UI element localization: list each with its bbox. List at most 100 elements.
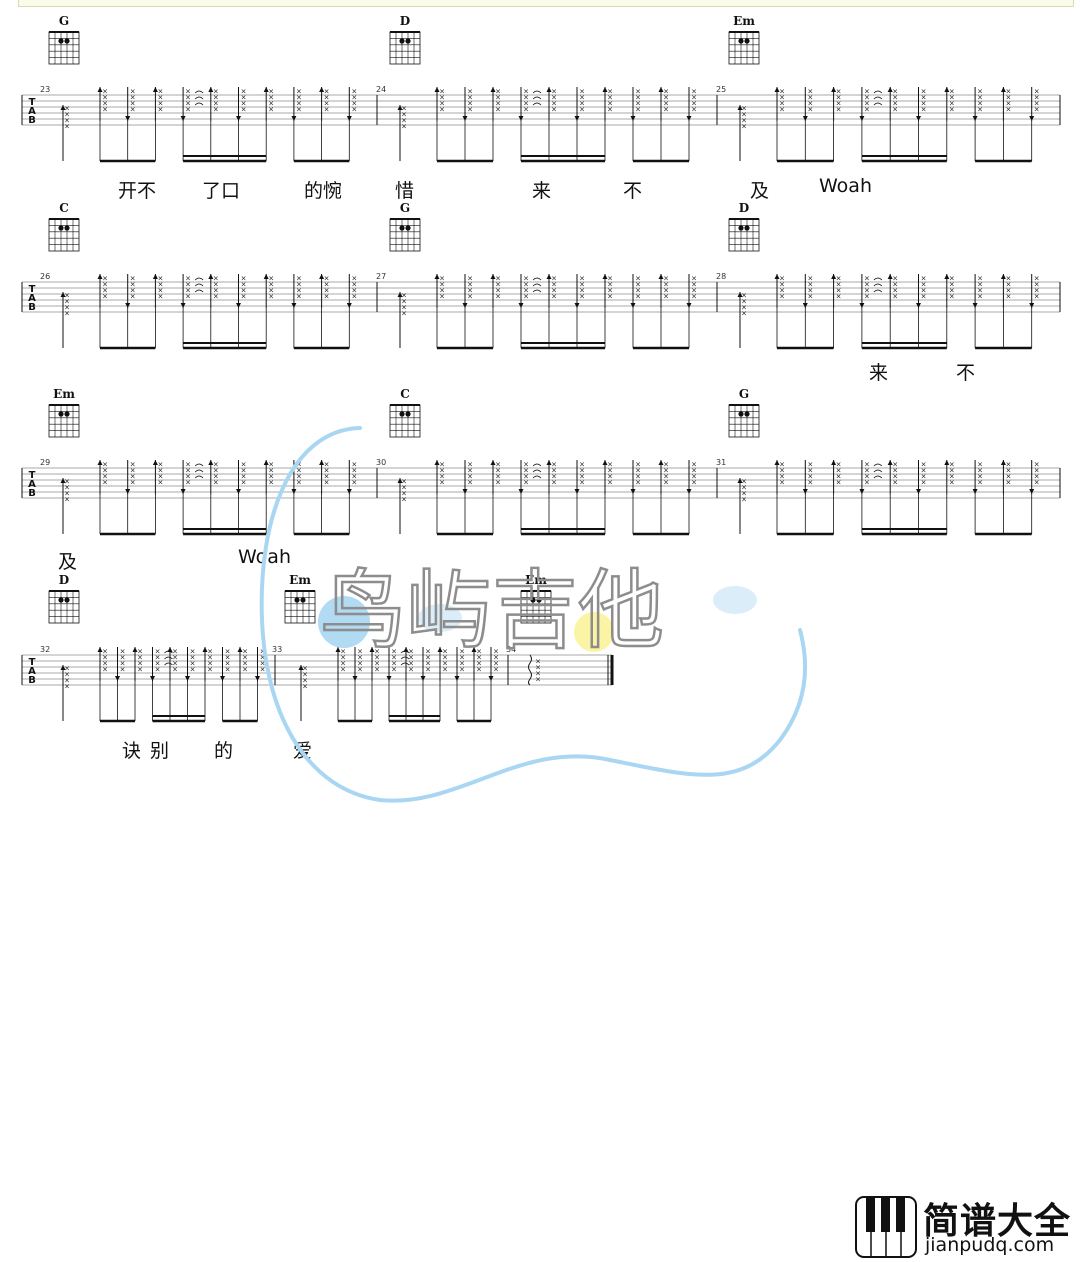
tab-x-note: × [779, 287, 785, 295]
strum-arrow-head [462, 116, 468, 121]
tab-x-note: × [340, 666, 346, 674]
tab-x-note: × [324, 287, 330, 295]
tab-x-note: × [977, 287, 983, 295]
tab-clef: T [29, 284, 36, 295]
tab-x-note: × [836, 467, 842, 475]
strum-arrow-head [944, 87, 950, 92]
tab-x-note: × [836, 287, 842, 295]
strum-arrow-head [686, 489, 692, 494]
tab-x-note: × [260, 666, 266, 674]
strum-arrow-head [658, 87, 664, 92]
tab-x-note: × [408, 666, 414, 674]
tab-x-note: × [635, 88, 641, 96]
tab-x-note: × [807, 293, 813, 301]
tab-x-note: × [807, 287, 813, 295]
strum-arrow-head [180, 116, 186, 121]
tab-x-note: × [663, 467, 669, 475]
tab-x-note: × [807, 473, 813, 481]
tab-x-note: × [439, 88, 445, 96]
strum-arrow-head [454, 676, 460, 681]
strum-arrow-head [887, 87, 893, 92]
tab-x-note: × [493, 648, 499, 656]
chord-name: C [59, 201, 69, 215]
tab-x-note: × [324, 461, 330, 469]
tab-x-note: × [102, 654, 108, 662]
tab-x-note: × [64, 490, 70, 498]
tab-clef: B [28, 115, 36, 126]
tab-x-note: × [137, 654, 143, 662]
tab-x-note: × [130, 467, 136, 475]
tab-x-note: × [779, 461, 785, 469]
tab-x-note: × [401, 304, 407, 312]
chord-dot [744, 411, 750, 417]
strum-arrow-head [802, 116, 808, 121]
logo-title: 简谱大全 [923, 1201, 1072, 1242]
tab-x-note: × [579, 287, 585, 295]
tab-x-note: × [579, 461, 585, 469]
tab-x-note: × [324, 275, 330, 283]
strum-arrow-head [125, 303, 131, 308]
tab-x-note: × [779, 473, 785, 481]
tab-x-note: × [495, 293, 501, 301]
tab-x-note: × [892, 106, 898, 114]
tab-x-note: × [921, 461, 927, 469]
tab-x-note: × [213, 275, 219, 283]
tab-x-note: × [741, 123, 747, 131]
tab-x-note: × [439, 106, 445, 114]
tab-x-note: × [535, 664, 541, 672]
tab-x-note: × [741, 310, 747, 318]
tab-x-note: × [302, 671, 308, 679]
tab-x-note: × [467, 94, 473, 102]
tab-x-note: × [172, 654, 178, 662]
tab-x-note: × [64, 304, 70, 312]
tab-x-note: × [185, 281, 191, 289]
chord-dot [58, 411, 64, 417]
site-logo: 简谱大全 jianpudq.com [855, 1190, 1080, 1262]
chord-name: D [399, 14, 411, 28]
tab-x-note: × [401, 490, 407, 498]
chord-name: D [738, 201, 750, 215]
strum-arrow-head [152, 460, 158, 465]
strum-arrow-head [462, 489, 468, 494]
tab-x-note: × [130, 461, 136, 469]
tab-x-note: × [476, 660, 482, 668]
tab-x-note: × [1034, 467, 1040, 475]
tab-x-note: × [579, 88, 585, 96]
tab-x-note: × [467, 467, 473, 475]
strum-arrow-head [1000, 274, 1006, 279]
tab-x-note: × [268, 275, 274, 283]
tab-x-note: × [185, 94, 191, 102]
lyric: 不 [623, 180, 643, 202]
tab-x-note: × [663, 106, 669, 114]
tab-x-note: × [977, 275, 983, 283]
tab-x-note: × [241, 287, 247, 295]
tab-x-note: × [64, 683, 70, 691]
measure-number: 28 [716, 272, 727, 281]
tab-x-note: × [408, 660, 414, 668]
tab-x-note: × [663, 293, 669, 301]
chord-dot [399, 38, 405, 44]
lyric: 及 [750, 180, 770, 202]
lyric: 不 [956, 362, 976, 384]
tab-x-note: × [64, 117, 70, 125]
tab-x-note: × [949, 281, 955, 289]
tab-x-note: × [241, 100, 247, 108]
tab-x-note: × [551, 106, 557, 114]
tab-x-note: × [296, 275, 302, 283]
chord-dot [300, 597, 306, 603]
tab-x-note: × [1034, 281, 1040, 289]
tab-x-note: × [401, 496, 407, 504]
tab-x-note: × [340, 648, 346, 656]
strum-arrow-head [518, 303, 524, 308]
tab-x-note: × [225, 648, 231, 656]
tab-x-note: × [691, 281, 697, 289]
tab-x-note: × [779, 275, 785, 283]
tab-x-note: × [157, 293, 163, 301]
tab-x-note: × [551, 461, 557, 469]
tab-x-note: × [977, 281, 983, 289]
tab-x-note: × [523, 479, 529, 487]
lyric: 开不 [118, 180, 157, 202]
tab-x-note: × [130, 281, 136, 289]
tab-x-note: × [102, 94, 108, 102]
tab-x-note: × [241, 293, 247, 301]
